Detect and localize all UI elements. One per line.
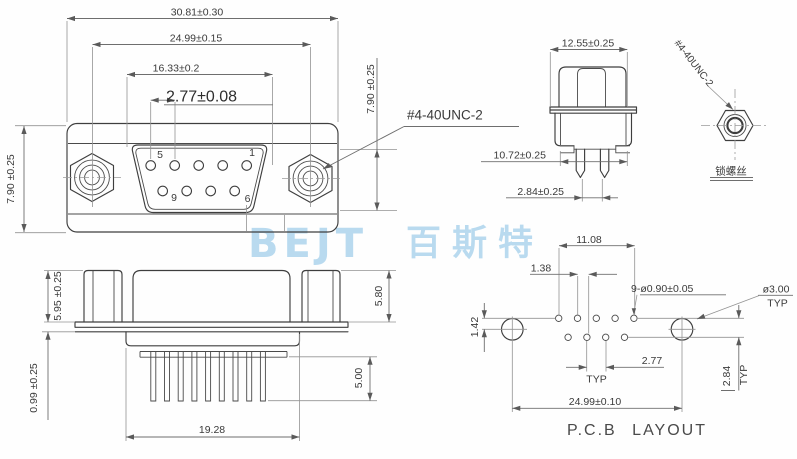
contact-holes — [145, 160, 253, 197]
hex-standoff-left — [63, 152, 121, 203]
dim-body-width-side: 10.72±0.25 — [494, 150, 547, 162]
dim-pitch-pcb: 2.77 — [642, 355, 663, 367]
pin-label-5: 5 — [157, 149, 163, 161]
dim-leg-span: 2.84±0.25 — [517, 186, 564, 198]
insulator-body — [125, 331, 301, 347]
lock-screw-caption: 锁螺丝 — [715, 165, 747, 178]
flange-profile — [74, 321, 349, 333]
lower-body-outline — [554, 112, 633, 147]
pin-label-1: 1 — [249, 147, 255, 159]
dim-opening-width: 16.33±0.2 — [153, 63, 200, 75]
hex-standoff-right — [282, 153, 340, 204]
d-opening-inner — [135, 147, 264, 210]
dim-mount-span-pcb: 24.99±0.10 — [569, 396, 622, 408]
dim-row-offset: 1.38 — [531, 263, 552, 275]
dim-height-left: 7.90 ±0.25 — [5, 154, 17, 204]
dim-flange-offset: 0.99 ±0.25 — [28, 363, 40, 413]
dim-pin-pitch: 2.77±0.08 — [166, 89, 237, 106]
pcb-pin-holes — [555, 314, 638, 341]
caption-underline — [710, 177, 753, 181]
dim-mounting-span: 24.99±0.15 — [170, 33, 223, 45]
pcb-layout-view: 11.08 1.38 1.42 9-ø0.90±0.05 ø3.00 TYP 2… — [469, 234, 793, 439]
pin6-leader-line — [246, 205, 285, 231]
hood-lobe — [577, 68, 606, 107]
side-view: 12.55±0.25 10.72±0.25 2.84±0.25 — [481, 38, 638, 202]
flange-side — [549, 106, 638, 114]
standoff-left — [83, 269, 123, 323]
dim-standoff-height: 5.80 — [373, 286, 385, 307]
body-step-lines — [68, 143, 337, 215]
front-view: 5 1 9 6 30.81±0.30 24.99±0.15 16.33±0.2 … — [5, 7, 519, 234]
hood-outline — [558, 66, 627, 108]
dim-row-width: 11.08 — [576, 234, 602, 246]
thread-callout-front: #4-40UNC-2 — [407, 108, 483, 123]
dim-body-width-profile: 19.28 — [199, 424, 225, 436]
pin-header-strip — [139, 351, 288, 358]
screw-centerlines — [701, 89, 769, 160]
mounting-hole-right — [668, 316, 696, 412]
dim-hood-width: 12.55±0.25 — [562, 38, 615, 50]
pin-label-9: 9 — [171, 192, 177, 204]
dim-pitch-typ: TYP — [586, 374, 606, 386]
pcb-hole-callout: 9-ø0.90±0.05 — [631, 283, 694, 295]
mount-dia-label: ø3.00 — [763, 284, 790, 296]
solder-pins — [150, 357, 266, 402]
screw-hex-outline — [716, 109, 754, 142]
board-lock-legs — [575, 148, 610, 179]
shell-profile — [132, 269, 291, 323]
watermark: BEJT 百斯特 — [248, 221, 544, 267]
dim-shell-height: 5.95 ±0.25 — [52, 271, 64, 321]
profile-view: 5.95 ±0.25 0.99 ±0.25 5.80 5.00 19.28 — [28, 269, 396, 441]
d-opening-outer — [131, 144, 268, 214]
dim-hole-offset: 1.42 — [469, 317, 481, 338]
pcb-layout-title: P.C.B LAYOUT — [567, 422, 707, 439]
dim-pin-length: 5.00 — [353, 368, 365, 389]
mounting-hole-left — [482, 316, 527, 412]
standoff-right — [301, 269, 341, 323]
watermark-cjk: 百斯特 — [406, 224, 544, 264]
mount-dia-typ-label: TYP — [767, 298, 787, 310]
connector-body-outline — [66, 122, 339, 233]
dim-row-gap-typ: TYP — [738, 365, 750, 385]
thread-callout-screw: #4-40UNC-2 — [672, 38, 715, 89]
dim-height-right: 7.90 ±0.25 — [365, 64, 377, 114]
watermark-latin: BEJT — [248, 221, 368, 267]
lower-body-detail — [560, 113, 630, 154]
dim-row-gap: 2.84 — [721, 366, 733, 387]
lock-screw-view: #4-40UNC-2 锁螺丝 — [672, 38, 769, 181]
pin-label-6: 6 — [245, 193, 251, 205]
dim-overall-width: 30.81±0.30 — [171, 7, 224, 19]
